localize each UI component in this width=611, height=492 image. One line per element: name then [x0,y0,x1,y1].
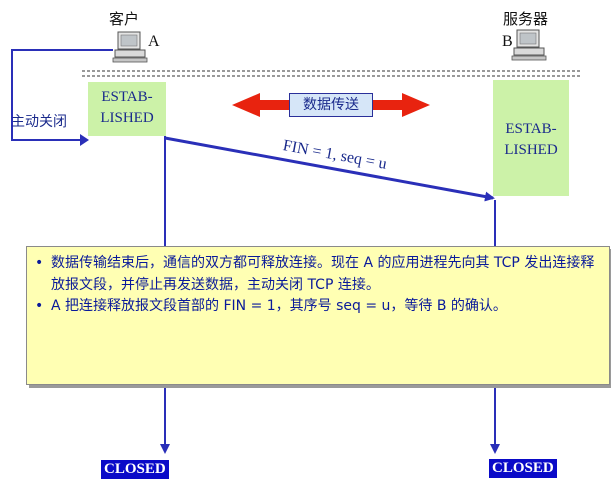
server-title: 服务器 [503,10,549,28]
server-state-line-1: ESTAB- [505,121,557,137]
computer-icon-a [112,31,148,63]
server-letter: B [502,33,513,50]
client-closed-label: CLOSED [101,460,169,479]
active-close-arrowhead [80,134,89,146]
client-state-line-2: LISHED [100,110,154,126]
server-state-line-2: LISHED [504,142,558,158]
note-item: • A 把连接释放报文段首部的 FIN = 1，其序号 seq = u，等待 B … [35,296,599,318]
client-state-box: ESTAB- LISHED [88,82,166,136]
bullet-icon: • [35,255,44,271]
data-transfer-label: 数据传送 [289,93,373,117]
client-state-line-1: ESTAB- [101,89,153,105]
computer-icon-b [511,29,547,61]
active-close-label: 主动关闭 [11,114,67,130]
explanation-note: • 数据传输结束后，通信的双方都可释放连接。现在 A 的应用进程先向其 TCP 发… [26,246,610,385]
server-state-box: ESTAB- LISHED [493,80,569,196]
server-closed-label: CLOSED [489,459,557,478]
note-item: • 数据传输结束后，通信的双方都可释放连接。现在 A 的应用进程先向其 TCP 发… [35,253,599,296]
client-letter: A [148,33,160,50]
note-text-2: A 把连接释放报文段首部的 FIN = 1，其序号 seq = u，等待 B 的… [51,298,507,314]
client-title: 客户 [109,10,140,28]
note-text-1: 数据传输结束后，通信的双方都可释放连接。现在 A 的应用进程先向其 TCP 发出… [51,255,595,293]
bullet-icon: • [35,298,44,314]
fin-segment-arrow [164,136,495,202]
active-close-bracket [11,49,113,141]
